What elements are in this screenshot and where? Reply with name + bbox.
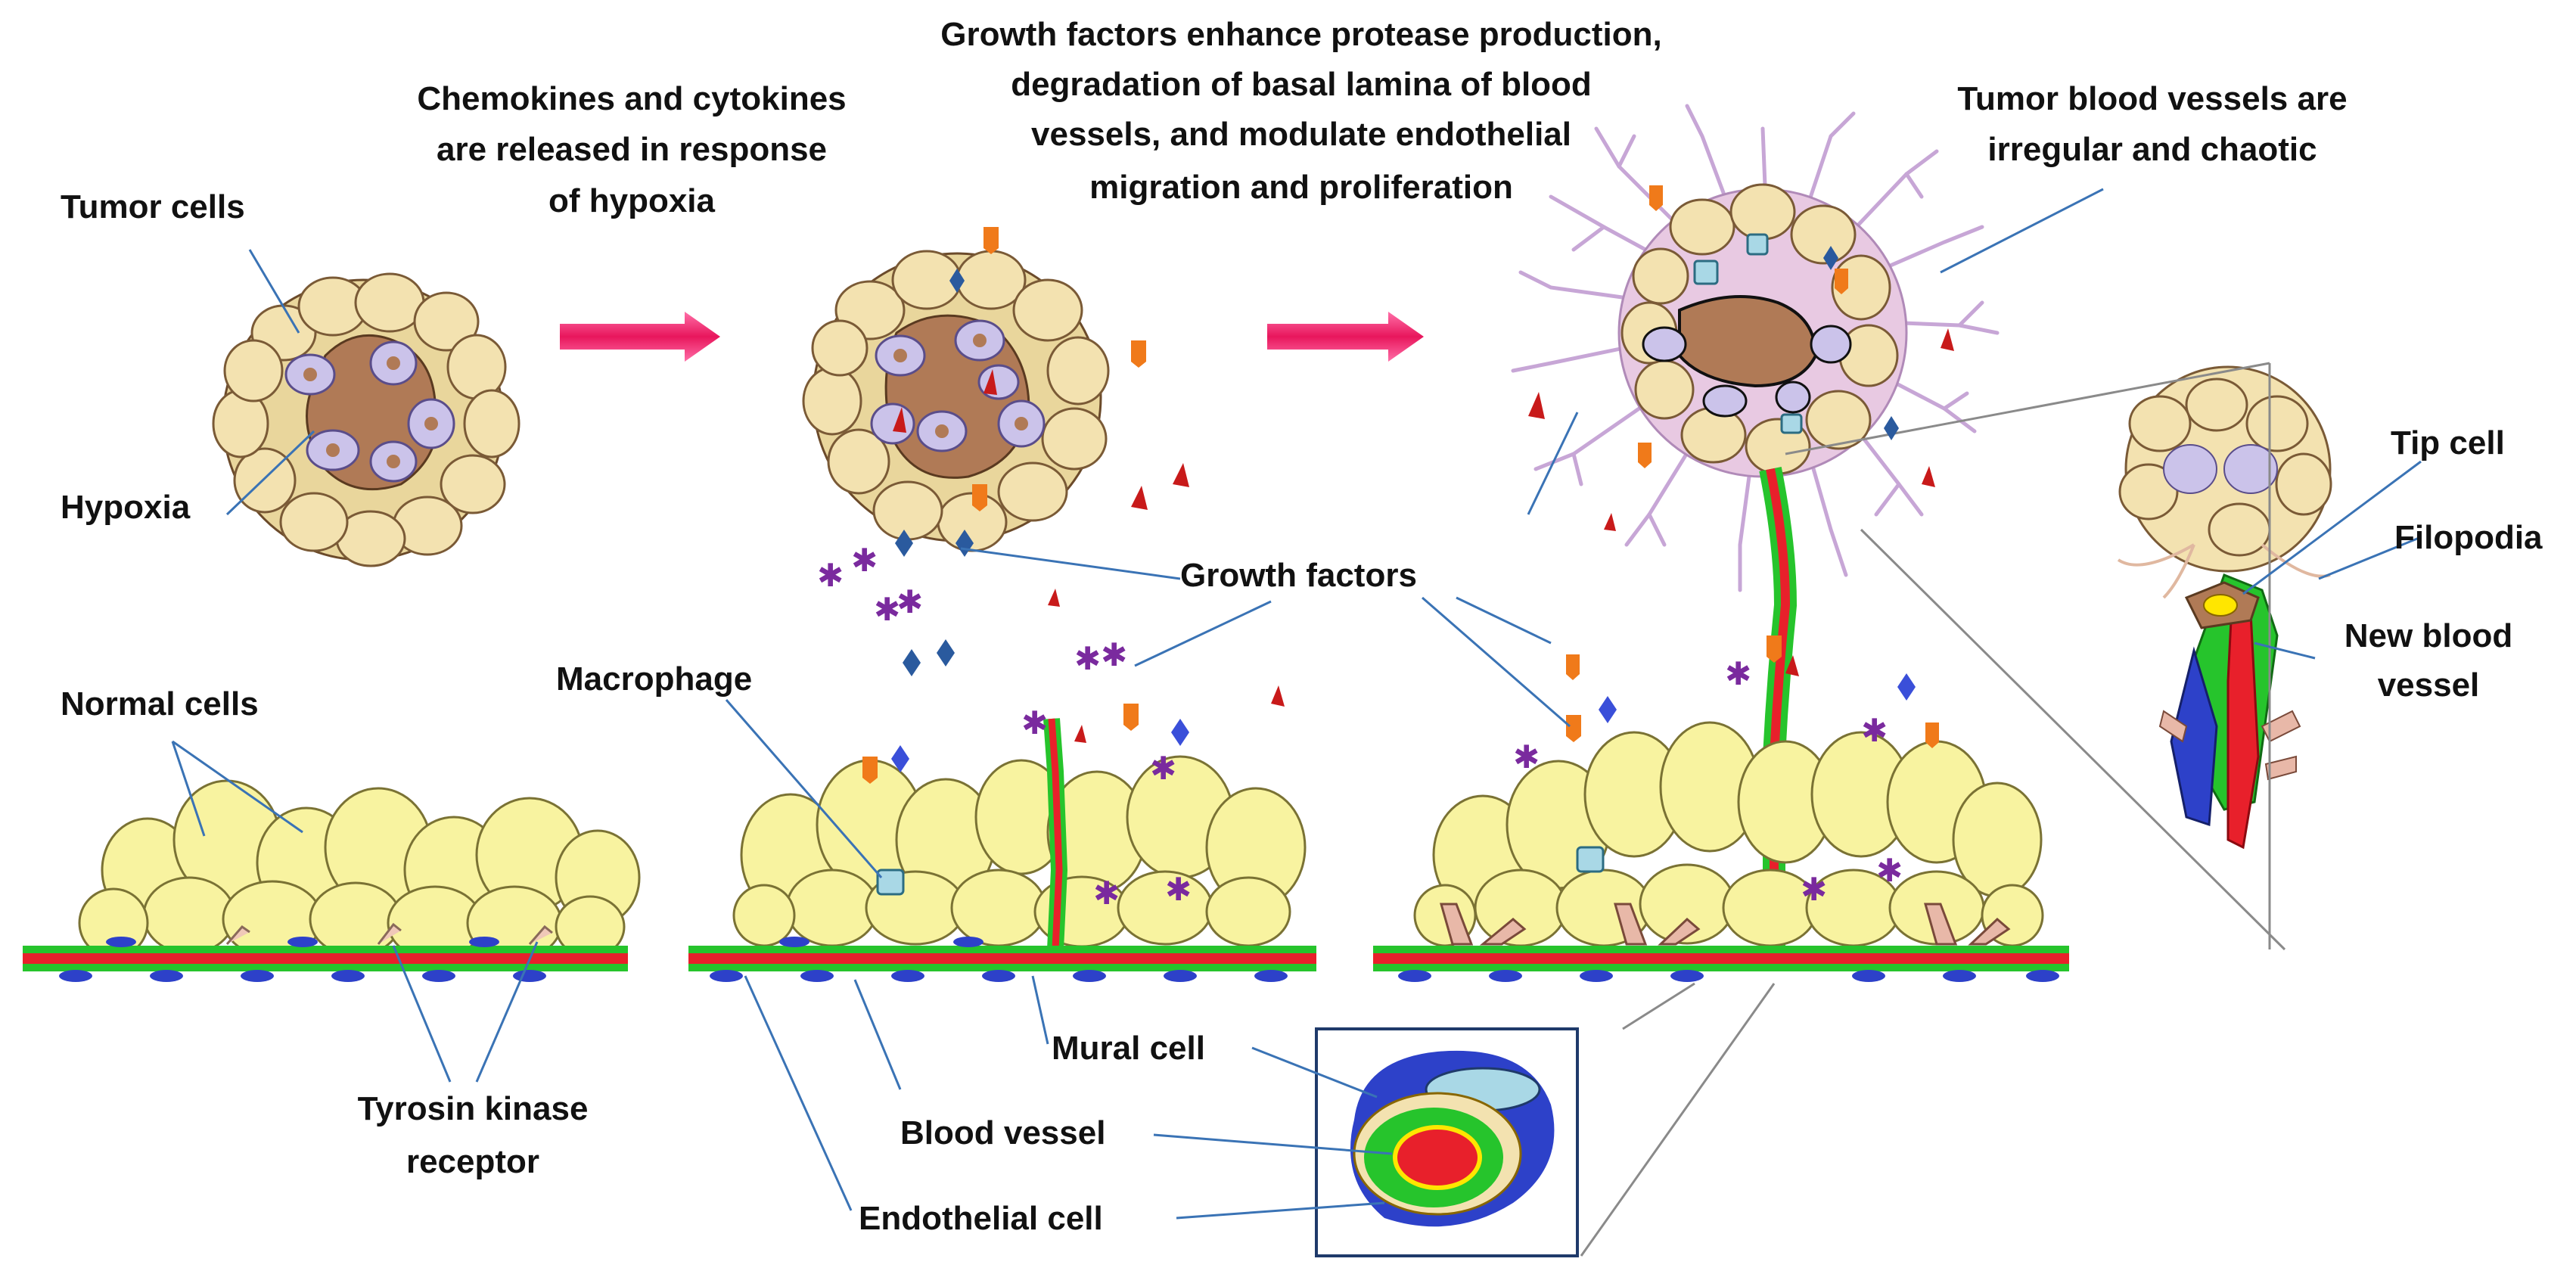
svg-text:✱: ✱ (1150, 750, 1176, 787)
label-filopodia: Filopodia (2394, 519, 2543, 556)
svg-text:✱: ✱ (1165, 871, 1192, 908)
label-tumor-vessels-1: Tumor blood vessels are (1957, 80, 2347, 117)
svg-text:✱: ✱ (874, 591, 900, 628)
svg-text:✱: ✱ (1725, 655, 1751, 692)
svg-text:✱: ✱ (1021, 704, 1048, 741)
label-tyrosin-1: Tyrosin kinase (358, 1090, 589, 1127)
svg-text:✱: ✱ (1801, 871, 1827, 908)
tip-cell-inset (2117, 365, 2332, 850)
growth-factor-star-icon: ✱✱✱ ✱✱✱ ✱✱✱ ✱✱✱ ✱✱✱ (817, 542, 1903, 912)
label-tumor-cells: Tumor cells (61, 188, 245, 225)
label-hypoxia: Hypoxia (61, 489, 191, 526)
tumor-cluster-middle (802, 250, 1110, 552)
svg-text:✱: ✱ (896, 583, 923, 620)
label-gf-3: vessels, and modulate endothelial (1031, 116, 1571, 153)
right-arrow-icon (1267, 312, 1424, 362)
svg-text:✱: ✱ (817, 557, 844, 594)
label-tyrosin-2: receptor (406, 1143, 539, 1180)
svg-text:✱: ✱ (1861, 712, 1888, 749)
label-normal-cells: Normal cells (61, 685, 259, 723)
svg-text:✱: ✱ (1101, 636, 1127, 673)
label-growth-factors: Growth factors (1180, 557, 1417, 594)
right-arrow-icon (560, 312, 720, 362)
svg-text:✱: ✱ (851, 542, 878, 579)
tumor-cluster-hypoxia (212, 272, 520, 567)
label-gf-2: degradation of basal lamina of blood (1011, 66, 1592, 103)
growth-factor-orange-icon (862, 185, 1939, 784)
growth-factor-diamond-icon (891, 246, 1916, 772)
vessel-cross-section-inset (1315, 1027, 1579, 1257)
svg-text:✱: ✱ (1093, 875, 1120, 912)
tissue-right (1373, 721, 2069, 982)
label-new-vessel-2: vessel (2378, 667, 2480, 704)
label-tip-cell: Tip cell (2391, 424, 2505, 461)
label-macrophage: Macrophage (556, 660, 752, 698)
zoom-lines (1580, 362, 2286, 1257)
labels: Tumor cells Hypoxia Normal cells Tyrosin… (61, 16, 2543, 1237)
label-new-vessel-1: New blood (2345, 617, 2512, 654)
svg-text:✱: ✱ (1074, 640, 1101, 677)
macrophage-icon (1576, 846, 1605, 873)
tissue-middle (688, 718, 1316, 982)
label-gf-1: Growth factors enhance protease producti… (940, 16, 1661, 53)
label-tumor-vessels-2: irregular and chaotic (1987, 131, 2317, 168)
growth-factor-triangle-icon (893, 328, 1954, 743)
label-chemo-3: of hypoxia (548, 182, 716, 219)
label-chemo-2: are released in response (437, 131, 827, 168)
leader-lines (171, 188, 2422, 1220)
svg-text:✱: ✱ (1513, 738, 1540, 775)
label-blood-vessel: Blood vessel (900, 1114, 1105, 1151)
macrophage-icon (876, 869, 905, 896)
label-chemo-1: Chemokines and cytokines (417, 80, 846, 117)
label-mural-cell: Mural cell (1052, 1030, 1205, 1067)
svg-text:✱: ✱ (1876, 852, 1903, 889)
label-gf-4: migration and proliferation (1089, 169, 1513, 206)
normal-tissue-left (23, 779, 641, 982)
label-endothelial-cell: Endothelial cell (859, 1200, 1103, 1237)
